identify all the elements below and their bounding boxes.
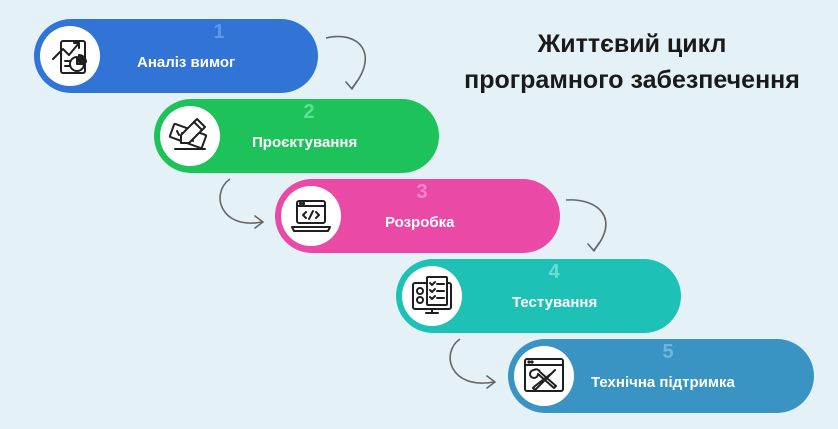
step-3: 3 Розробка bbox=[275, 179, 560, 253]
step-4: 4 Тестування bbox=[396, 259, 681, 333]
step-1: 1 Аналіз вимог bbox=[34, 19, 318, 93]
step-2-label: Проєктування bbox=[252, 134, 358, 151]
arrow-3-to-4 bbox=[565, 199, 607, 252]
step-1-label: Аналіз вимог bbox=[137, 54, 236, 71]
title-line-1: Життєвий цикл bbox=[537, 30, 727, 58]
step-5-label: Технічна підтримка bbox=[591, 374, 735, 391]
step-3-number: 3 bbox=[416, 181, 428, 203]
step-4-label: Тестування bbox=[512, 294, 598, 311]
wrench-screwdriver-icon bbox=[514, 346, 574, 406]
step-4-number: 4 bbox=[548, 261, 560, 283]
chart-document-icon bbox=[40, 26, 100, 86]
step-5: 5 Технічна підтримка bbox=[508, 339, 814, 413]
step-1-number: 1 bbox=[213, 21, 225, 43]
checklist-icon bbox=[402, 266, 462, 326]
arrow-1-to-2 bbox=[325, 35, 366, 90]
arrow-4-to-5 bbox=[449, 338, 496, 389]
diagram-title: Життєвий цикл програмного забезпечення bbox=[430, 26, 834, 98]
title-line-2: програмного забезпечення bbox=[464, 66, 800, 94]
arrow-2-to-3 bbox=[219, 178, 264, 229]
step-2: 2 Проєктування bbox=[154, 99, 439, 173]
ruler-pencil-icon bbox=[160, 106, 220, 166]
step-5-number: 5 bbox=[662, 341, 674, 363]
step-2-number: 2 bbox=[303, 101, 315, 123]
laptop-code-icon bbox=[281, 186, 341, 246]
step-3-label: Розробка bbox=[385, 214, 455, 231]
